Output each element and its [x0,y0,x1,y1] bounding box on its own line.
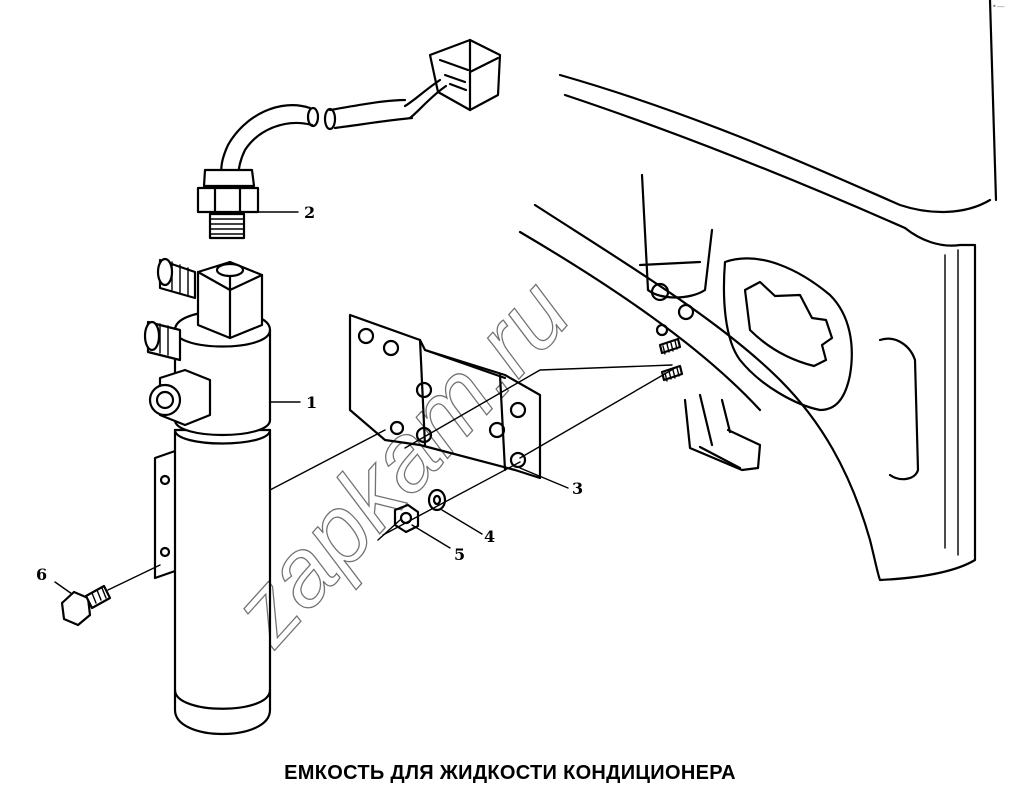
callout-1: 1 [306,393,317,412]
sensor-wire-harness [220,38,502,182]
washer [427,488,447,512]
callout-5: 5 [454,545,465,564]
callout-2: 2 [304,203,315,222]
vehicle-body-panel [518,0,998,582]
assembly-lines [54,211,676,595]
receiver-drier-tank [143,257,272,735]
pressure-switch [196,168,260,240]
hex-bolt [60,584,112,627]
callout-3: 3 [572,479,583,498]
corner-mark: •— [992,2,1005,11]
diagram-caption: ЕМКОСТЬ ДЛЯ ЖИДКОСТИ КОНДИЦИОНЕРА [284,762,736,784]
callout-6: 6 [36,565,47,584]
callout-4: 4 [484,527,495,546]
mounting-bracket [348,313,542,480]
